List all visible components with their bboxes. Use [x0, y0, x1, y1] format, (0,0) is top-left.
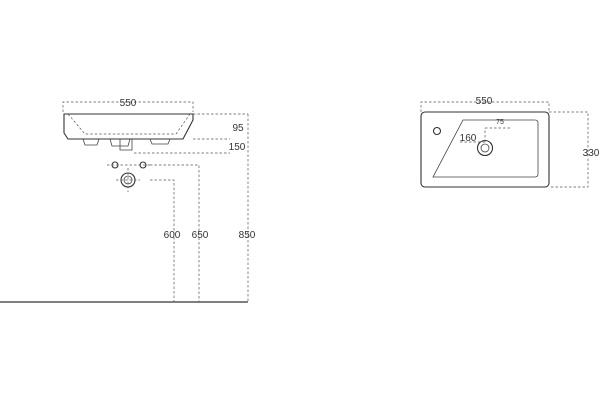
basin-top-bowl: [432, 119, 539, 178]
height-600-dimension: [150, 179, 175, 302]
offset-75-label: 75: [496, 119, 504, 126]
offset-160-label: 160: [460, 133, 477, 144]
drain-hole-inner: [480, 143, 490, 153]
top-width-label: 550: [476, 96, 493, 107]
drain-outlet: [119, 139, 133, 151]
offset-160-dimension: [460, 128, 486, 143]
waste-centerline: [116, 168, 140, 192]
top-width-dimension: [420, 101, 550, 112]
top-view: 550 160 75 330: [420, 96, 600, 188]
side-width-dimension: [62, 101, 194, 112]
basin-bowl-inner: [67, 113, 191, 135]
height-650-label: 650: [192, 230, 209, 241]
top-depth-label: 330: [583, 148, 600, 159]
basin-top-outline: [420, 111, 550, 188]
side-width-label: 550: [120, 98, 137, 109]
height-650-dimension: [150, 164, 200, 302]
basin-side-outline: [63, 113, 194, 140]
depth-dimension: [193, 113, 248, 140]
drain-height-label: 150: [229, 142, 246, 153]
waste-pipe-outer: [120, 172, 136, 188]
tap-hole: [432, 126, 442, 136]
height-600-label: 600: [164, 230, 181, 241]
drain-hole-outer: [476, 139, 494, 157]
side-view: 550 95 150 600 650 850: [0, 98, 256, 303]
height-850-label: 850: [239, 230, 256, 241]
basin-underside: [82, 138, 171, 147]
depth-label: 95: [232, 123, 244, 134]
top-depth-dimension: [549, 111, 589, 188]
